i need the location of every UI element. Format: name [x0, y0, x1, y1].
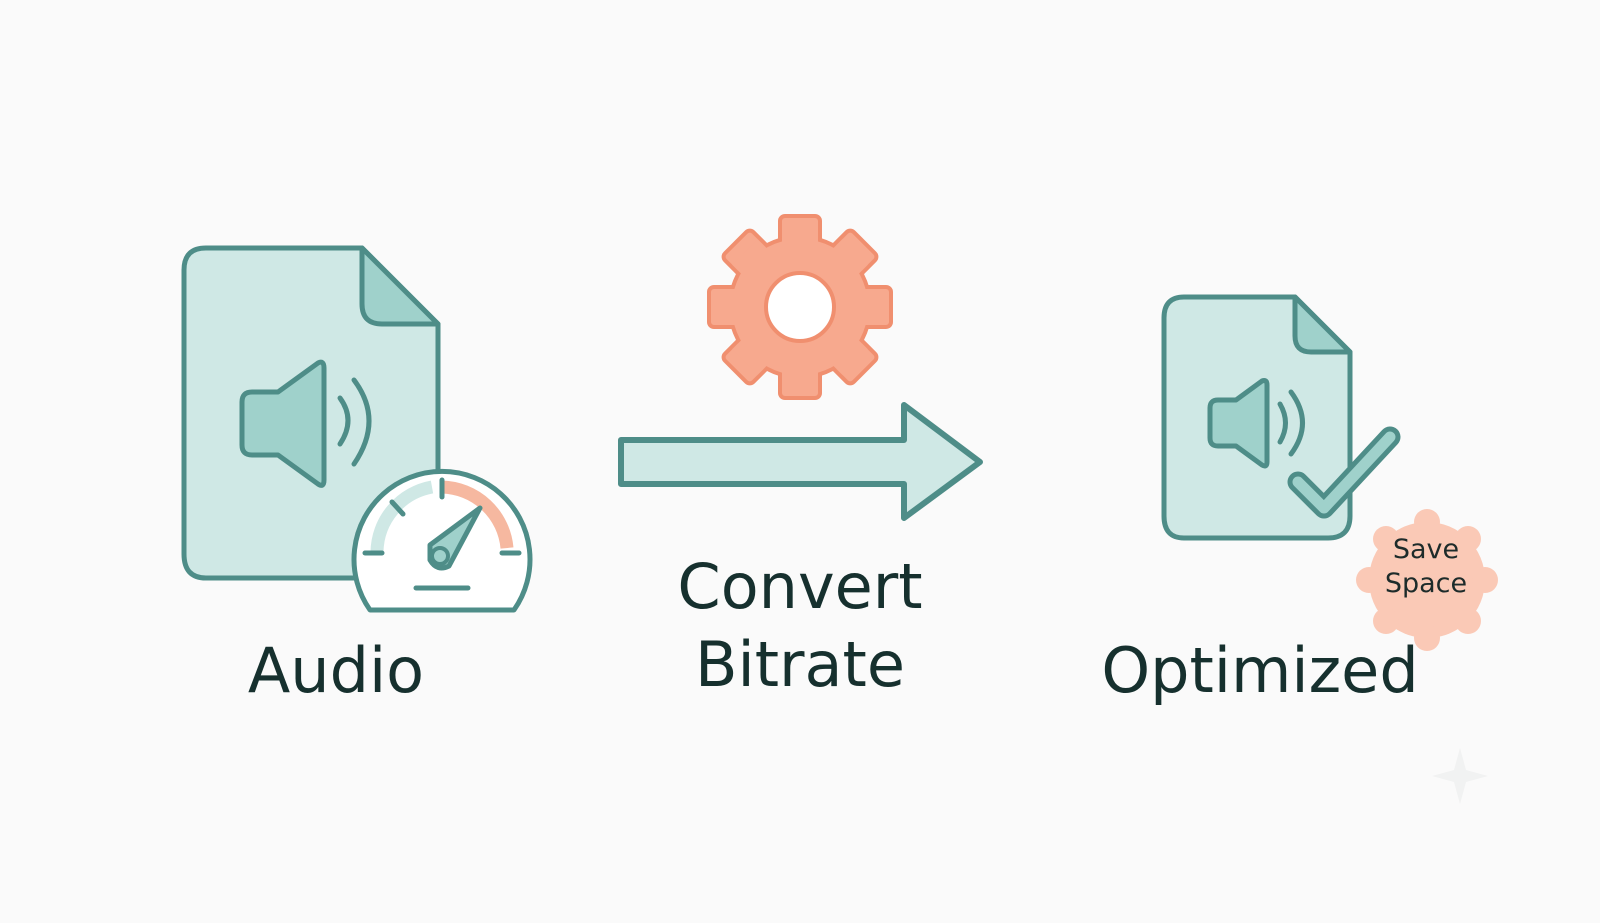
source-label: Audio — [247, 634, 425, 707]
badge-line2: Space — [1384, 568, 1468, 599]
speedometer-icon — [351, 468, 533, 613]
file-fold-icon — [1292, 294, 1353, 355]
result-label: Optimized — [1101, 634, 1419, 707]
badge-line1: Save — [1392, 534, 1460, 565]
gear-icon — [707, 214, 893, 400]
process-label-line2: Bitrate — [694, 628, 905, 701]
file-fold-icon — [359, 245, 441, 327]
speaker-icon — [239, 359, 372, 488]
save-space-badge-label: Save Space — [1356, 533, 1496, 601]
sparkle-icon — [1432, 748, 1488, 804]
process-label-line1: Convert — [677, 550, 923, 623]
checkmark-icon — [1287, 426, 1401, 519]
process-label: Convert Bitrate — [640, 548, 960, 704]
right-arrow-icon — [618, 402, 983, 521]
starburst-badge-icon — [1356, 509, 1498, 651]
speaker-icon — [1207, 378, 1305, 469]
